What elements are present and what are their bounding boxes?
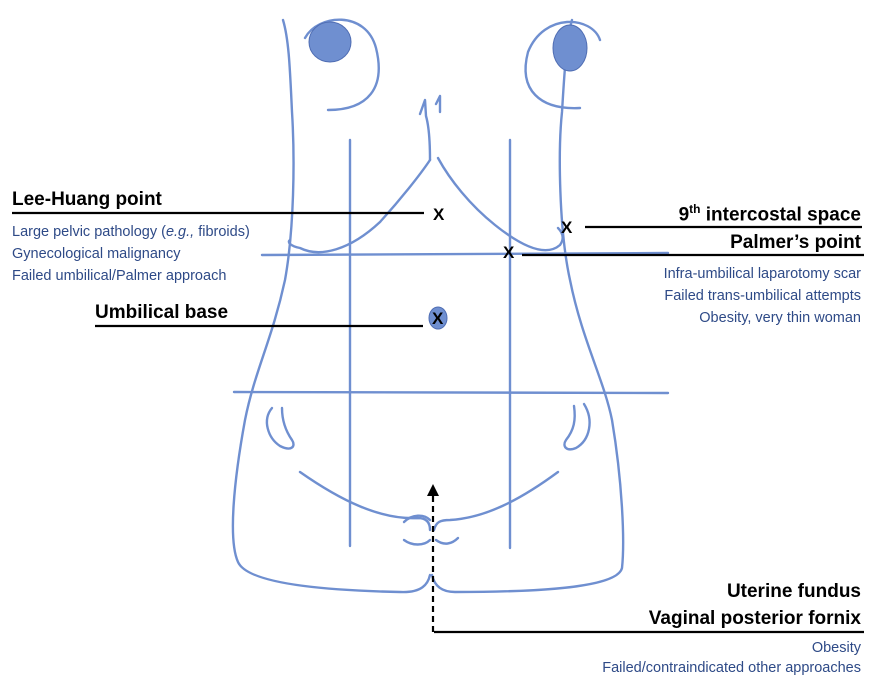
lee-huang-note-1: Large pelvic pathology (e.g., fibroids) <box>12 225 250 240</box>
palmer-note-3: Obesity, very thin woman <box>699 311 861 326</box>
left-inguinal-line <box>300 472 430 530</box>
left-nipple <box>309 22 351 62</box>
right-nipple <box>553 25 587 71</box>
lee-huang-note-2: Gynecological malignancy <box>12 247 180 262</box>
palmer-marker: X <box>503 244 514 261</box>
lee-huang-title: Lee-Huang point <box>12 190 162 209</box>
lee-huang-marker: X <box>433 206 444 223</box>
right-arm-outline <box>432 20 623 592</box>
umbilical-base-title: Umbilical base <box>95 303 228 322</box>
intercostal-marker: X <box>561 219 572 236</box>
right-hip-outline <box>564 404 589 449</box>
umbilical-marker: X <box>432 310 443 327</box>
palmer-title: Palmer’s point <box>730 233 861 252</box>
left-hip-outline <box>267 408 294 448</box>
fundus-title-1: Uterine fundus <box>727 582 861 601</box>
right-inguinal-line <box>434 472 558 530</box>
lee-huang-note-3: Failed umbilical/Palmer approach <box>12 269 226 284</box>
sternum-outline <box>420 100 430 160</box>
lower-horizontal-line <box>234 392 668 393</box>
left-arm-outline <box>233 20 430 592</box>
intercostal-title: 9th intercostal space <box>679 203 861 224</box>
palmer-note-2: Failed trans-umbilical attempts <box>664 289 861 304</box>
arrow-head <box>427 484 439 496</box>
left-rib-margin <box>289 160 430 252</box>
fundus-note-1: Obesity <box>812 641 861 656</box>
palmer-note-1: Infra-umbilical laparotomy scar <box>664 267 861 282</box>
fundus-title-2: Vaginal posterior fornix <box>649 609 861 628</box>
fundus-note-2: Failed/contraindicated other approaches <box>602 661 861 676</box>
right-rib-margin <box>438 158 563 250</box>
